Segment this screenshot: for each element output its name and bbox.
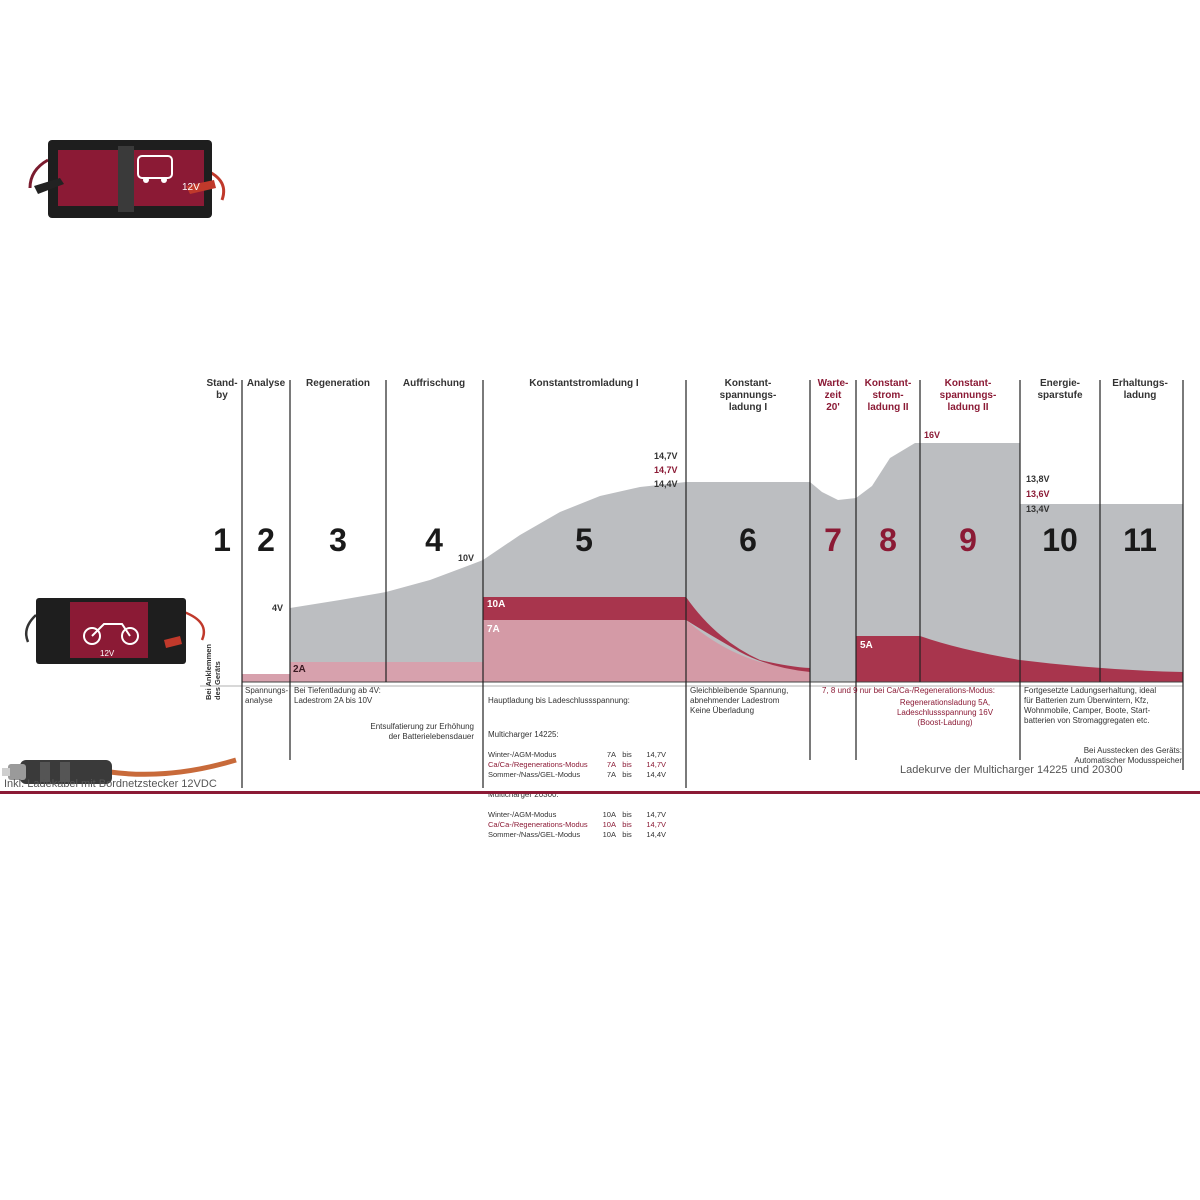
mode-bis: bis	[622, 830, 632, 839]
mode-a: 7A	[606, 770, 616, 779]
voltage-138v-label: 13,8V	[1026, 474, 1050, 484]
phase-number-2: 2	[257, 522, 275, 558]
voltage-136v-label: 13,6V	[1026, 489, 1050, 499]
mode-name: Sommer-/Nass/GEL-Modus	[488, 830, 581, 839]
phase-title-3: Regeneration	[306, 378, 370, 389]
phase-title-10: Energie- sparstufe	[1037, 378, 1083, 401]
mc20300-head: Multicharger 20300:	[488, 790, 559, 799]
current-2a-label: 2A	[293, 664, 306, 675]
mode-name: Ca/Ca-/Regenerations-Modus	[488, 760, 588, 769]
phase-number-4: 4	[425, 522, 443, 558]
analyse-desc: Spannungs- analyse	[245, 686, 289, 705]
mode-v: 14,4V	[646, 830, 666, 839]
mode-bis: bis	[622, 810, 632, 819]
voltage-10v-label: 10V	[458, 553, 475, 563]
mode-row: Ca/Ca-/Regenerations-Modus 7A bis 14,7V	[488, 760, 684, 770]
connect-device-note: Bei Anklemmen des Geräts	[204, 644, 222, 700]
mode-a: 10A	[602, 830, 616, 839]
phase-number-1: 1	[213, 522, 231, 558]
regeneration-desc-a: Bei Tiefentladung ab 4V: Ladestrom 2A bi…	[294, 686, 381, 705]
phase-title-6: Konstant- spannungs- ladung I	[719, 378, 777, 413]
phase-dividers	[241, 380, 1184, 788]
mode-name: Ca/Ca-/Regenerations-Modus	[488, 820, 588, 829]
main-charge-desc: Hauptladung bis Ladeschlussspannung: Mul…	[488, 686, 684, 850]
mode-name: Winter-/AGM-Modus	[488, 810, 557, 819]
phase-number-3: 3	[329, 522, 347, 558]
mode-bis: bis	[622, 750, 632, 759]
motorcycle-battery-icon: 12V	[25, 598, 206, 664]
mode-v: 14,4V	[646, 770, 666, 779]
mode-row: Sommer-/Nass/GEL-Modus 10A bis 14,4V	[488, 830, 684, 840]
mode-a: 7A	[606, 760, 616, 769]
analysis-current-strip	[242, 674, 290, 682]
main-charge-head: Hauptladung bis Ladeschlussspannung:	[488, 696, 630, 705]
bottom-rule	[0, 791, 1200, 794]
phase-number-5: 5	[575, 522, 593, 558]
cable-caption: Inkl. Ladekabel mit Bordnetzstecker 12VD…	[4, 778, 217, 790]
mode-v: 14,7V	[646, 750, 666, 759]
mode-row: Ca/Ca-/Regenerations-Modus 10A bis 14,7V	[488, 820, 684, 830]
voltage-147v-label-b: 14,7V	[654, 465, 678, 475]
phase-number-8: 8	[879, 522, 897, 558]
voltage-134v-label: 13,4V	[1026, 504, 1050, 514]
car-battery-icon: 12V	[28, 140, 226, 218]
phase-number-10: 10	[1042, 522, 1078, 558]
mode-name: Winter-/AGM-Modus	[488, 750, 557, 759]
car-battery-voltage: 12V	[182, 182, 200, 193]
mode-name: Sommer-/Nass/GEL-Modus	[488, 770, 581, 779]
mode-row: Sommer-/Nass/GEL-Modus 7A bis 14,4V	[488, 770, 684, 780]
boost-phase-note: 7, 8 und 9 nur bei Ca/Ca-/Regenerations-…	[822, 686, 995, 695]
mode-a: 10A	[602, 810, 616, 819]
voltage-147v-label-a: 14,7V	[654, 451, 678, 461]
mc14225-head: Multicharger 14225:	[488, 730, 559, 739]
mode-memory-desc: Bei Ausstecken des Geräts: Automatischer…	[1074, 746, 1182, 765]
phase-title-1: Stand- by	[206, 378, 238, 401]
voltage-16v-label: 16V	[924, 430, 941, 440]
mode-bis: bis	[622, 760, 632, 769]
phase-number-6: 6	[739, 522, 757, 558]
car-plug-cable-icon	[2, 757, 237, 784]
phase-title-8: Konstant- strom- ladung II	[864, 378, 912, 413]
phase-title-4: Auffrischung	[402, 378, 466, 389]
voltage-144v-label: 14,4V	[654, 479, 678, 489]
mode-row: Winter-/AGM-Modus 10A bis 14,7V	[488, 810, 684, 820]
phase-title-7: Warte- zeit 20'	[817, 378, 849, 413]
current-10a-band	[483, 597, 810, 672]
svg-text:12V: 12V	[100, 649, 115, 658]
mode-a: 7A	[606, 750, 616, 759]
mode-bis: bis	[622, 770, 632, 779]
diagram-caption: Ladekurve der Multicharger 14225 und 203…	[900, 764, 1123, 776]
current-7a-label: 7A	[487, 624, 500, 635]
phase-number-9: 9	[959, 522, 977, 558]
phase-number-7: 7	[824, 522, 842, 558]
current-10a-label: 10A	[487, 599, 506, 610]
phase-number-11: 11	[1123, 522, 1157, 558]
mode-v: 14,7V	[646, 810, 666, 819]
phase-title-11: Erhaltungs- ladung	[1112, 378, 1168, 401]
maintenance-desc: Fortgesetzte Ladungserhaltung, ideal für…	[1024, 686, 1157, 725]
current-5a-area	[856, 636, 1183, 682]
mode-a: 10A	[602, 820, 616, 829]
regeneration-desc-b: Entsulfatierung zur Erhöhung der Batteri…	[370, 722, 474, 741]
boost-phase-desc: Regenerationsladung 5A, Ladeschlussspann…	[896, 698, 994, 727]
voltage-4v-label: 4V	[272, 603, 284, 613]
constant-voltage-desc: Gleichbleibende Spannung, abnehmender La…	[690, 686, 789, 715]
mode-row: Winter-/AGM-Modus 7A bis 14,7V	[488, 750, 684, 760]
current-7a-area	[483, 620, 810, 682]
phase-title-9: Konstant- spannungs- ladung II	[939, 378, 997, 413]
mode-bis: bis	[622, 820, 632, 829]
mode-v: 14,7V	[646, 760, 666, 769]
phase-title-2: Analyse	[246, 378, 286, 389]
current-5a-label: 5A	[860, 640, 873, 651]
phase-title-5: Konstantstromladung I	[529, 378, 639, 389]
mode-v: 14,7V	[646, 820, 666, 829]
